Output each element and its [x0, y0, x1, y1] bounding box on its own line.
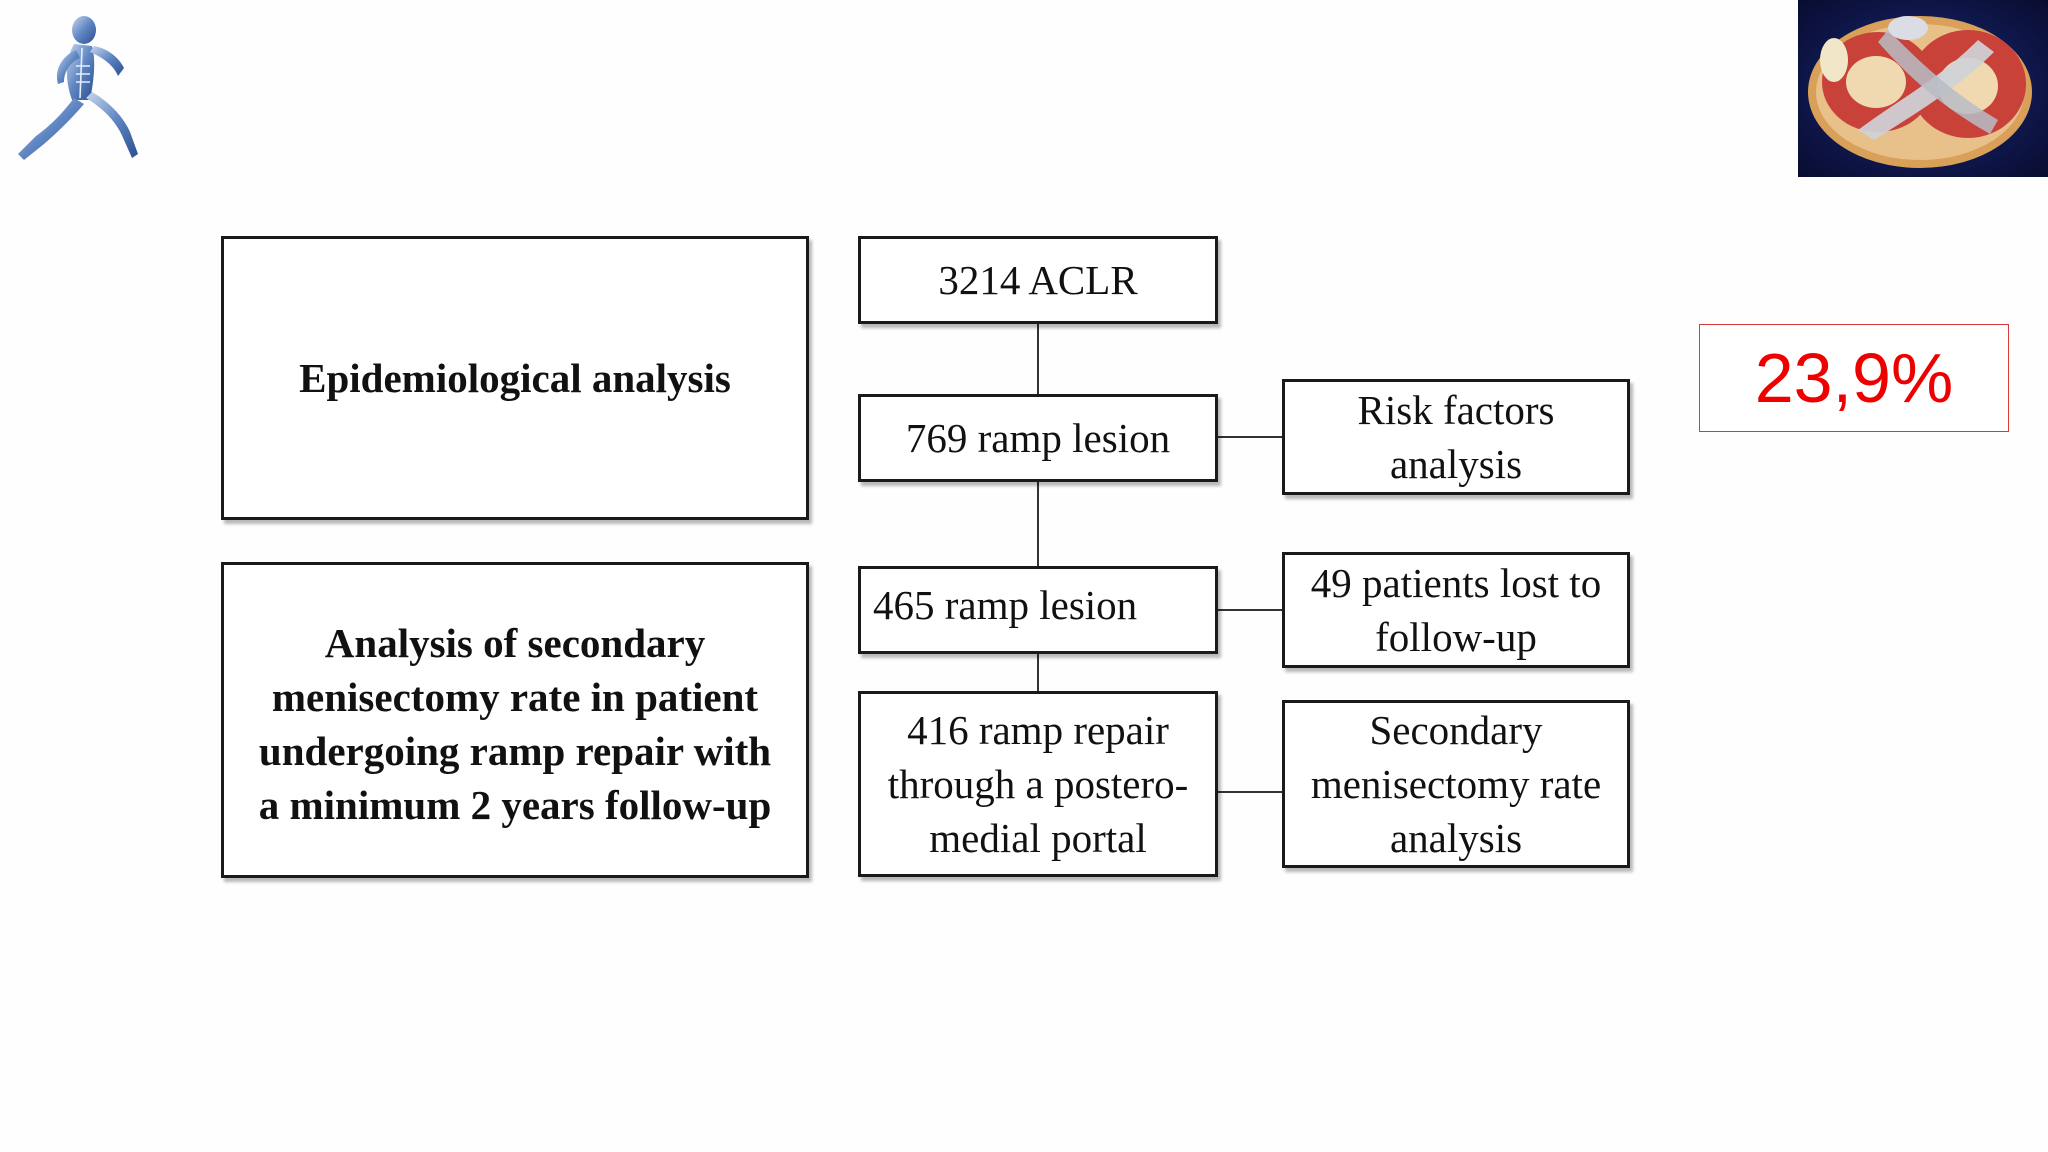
running-man-logo-icon	[18, 16, 138, 160]
lost-followup-label: 49 patients lost to follow-up	[1310, 559, 1602, 660]
epidemiological-analysis-box: Epidemiological analysis	[221, 236, 809, 520]
risk-factors-box: Risk factors analysis	[1282, 379, 1630, 495]
ramp-lesion-769-label: 769 ramp lesion	[905, 414, 1171, 461]
connector-416-secondary	[1217, 791, 1283, 793]
connector-aclr-769	[1037, 324, 1039, 394]
ramp-lesion-465-label: 465 ramp lesion	[873, 581, 1138, 628]
ramp-lesion-769-box: 769 ramp lesion	[858, 394, 1218, 482]
secondary-menisectomy-analysis-box: Analysis of secondary menisectomy rate i…	[221, 562, 809, 878]
ramp-lesion-465-box: 465 ramp lesion	[858, 566, 1218, 654]
connector-465-416	[1037, 654, 1039, 691]
percentage-value: 23,9%	[1754, 339, 1954, 417]
ramp-repair-416-box: 416 ramp repair through a postero-medial…	[858, 691, 1218, 877]
knee-meniscus-image-icon	[1798, 0, 2048, 177]
secondary-rate-box: Secondary menisectomy rate analysis	[1282, 700, 1630, 868]
percentage-highlight-box: 23,9%	[1699, 324, 2009, 432]
epidemiological-analysis-label: Epidemiological analysis	[299, 354, 731, 401]
aclr-box: 3214 ACLR	[858, 236, 1218, 324]
ramp-repair-416-label: 416 ramp repair through a postero-medial…	[887, 706, 1189, 862]
connector-769-465	[1037, 482, 1039, 566]
lost-followup-box: 49 patients lost to follow-up	[1282, 552, 1630, 668]
secondary-menisectomy-analysis-label: Analysis of secondary menisectomy rate i…	[258, 619, 772, 829]
secondary-rate-label: Secondary menisectomy rate analysis	[1310, 706, 1602, 862]
aclr-label: 3214 ACLR	[938, 256, 1138, 303]
connector-465-lost	[1217, 609, 1283, 611]
connector-769-risk	[1217, 436, 1283, 438]
risk-factors-label: Risk factors analysis	[1357, 386, 1555, 487]
